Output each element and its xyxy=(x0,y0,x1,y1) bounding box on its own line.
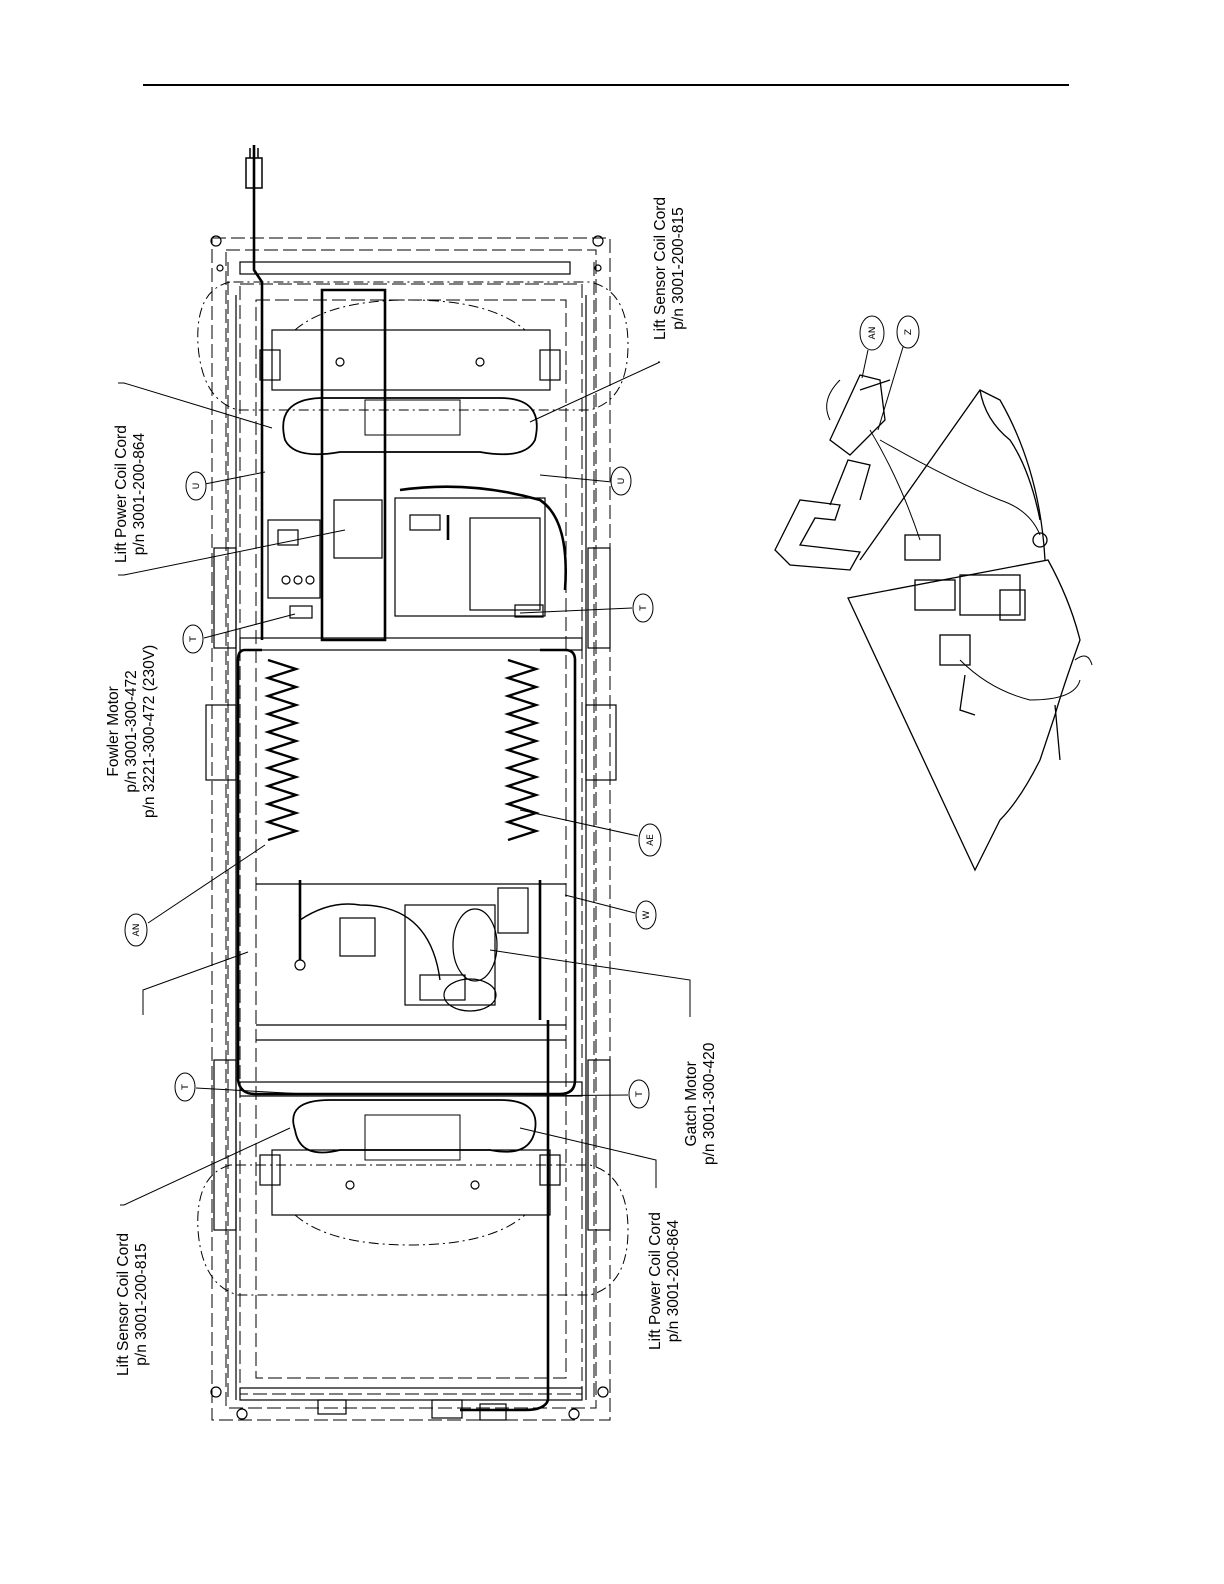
callout-t-mid-left: T xyxy=(183,625,203,653)
svg-text:W: W xyxy=(642,910,652,919)
callout-u-right: U xyxy=(611,467,631,495)
control-electronics xyxy=(268,498,545,618)
accordion-springs xyxy=(268,660,536,840)
gatch-motor-drawing xyxy=(295,888,528,1011)
callout-an-detail: AN xyxy=(860,316,884,350)
deck-rails xyxy=(206,295,616,1400)
label-lift-sensor-bottom: Lift Sensor Coil Cord p/n 3001-200-815 xyxy=(115,1233,151,1376)
svg-text:T: T xyxy=(635,1091,645,1098)
label-fowler-motor: Fowler Motor p/n 3001-300-472 p/n 3221-3… xyxy=(105,645,159,818)
label-lift-sensor-top: Lift Sensor Coil Cord p/n 3001-200-815 xyxy=(652,197,688,340)
detail-view xyxy=(775,375,1092,870)
svg-text:AN: AN xyxy=(132,924,142,937)
callout-t-low-right: T xyxy=(629,1080,649,1108)
callout-t-mid-right: T xyxy=(633,594,653,622)
svg-text:T: T xyxy=(639,605,649,612)
label-lift-power-top: Lift Power Coil Cord p/n 3001-200-864 xyxy=(113,425,149,563)
svg-text:T: T xyxy=(189,636,199,643)
callout-w: W xyxy=(636,901,656,929)
svg-text:U: U xyxy=(617,478,627,485)
callout-ae: AE xyxy=(639,824,661,856)
callout-t-low-left: T xyxy=(175,1073,195,1101)
svg-text:AN: AN xyxy=(868,327,878,340)
label-gatch-motor: Gatch Motor p/n 3001-300-420 xyxy=(683,1043,719,1165)
svg-text:T: T xyxy=(181,1084,191,1091)
callout-bubbles: U U T T AE AN xyxy=(125,467,661,1108)
wiring-harness xyxy=(238,145,575,1410)
frame-outline xyxy=(212,238,610,1420)
detail-callouts: AN Z xyxy=(860,316,919,430)
label-lift-power-bottom: Lift Power Coil Cord p/n 3001-200-864 xyxy=(647,1212,683,1350)
callout-z-detail: Z xyxy=(897,316,919,348)
callout-u-left: U xyxy=(186,472,206,500)
svg-text:AE: AE xyxy=(646,834,656,846)
svg-text:Z: Z xyxy=(904,329,914,335)
cross-members xyxy=(240,262,582,1400)
callout-an-left: AN xyxy=(125,914,147,946)
svg-text:U: U xyxy=(192,483,202,490)
